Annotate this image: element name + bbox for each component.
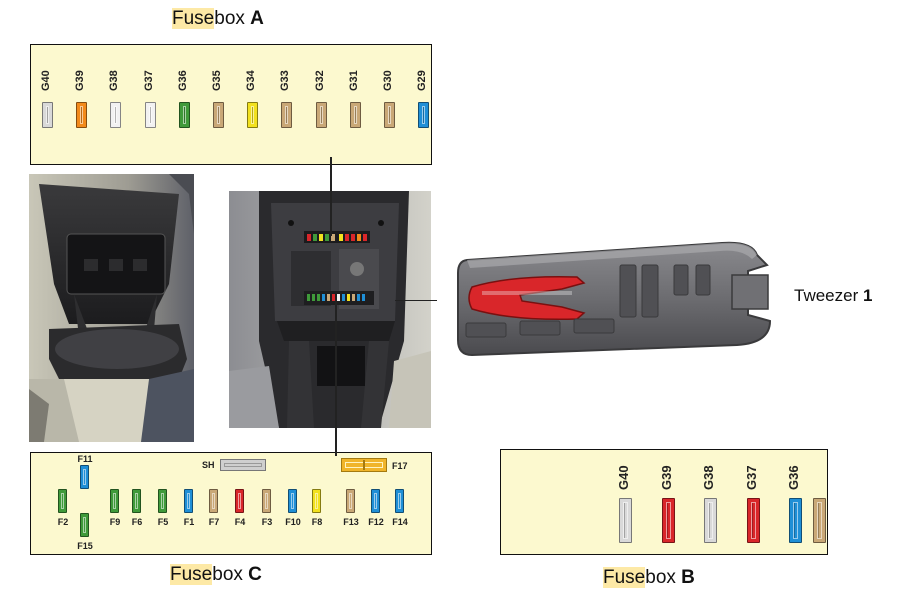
console-center-illustration (229, 191, 431, 428)
fuse-c-label: F13 (343, 517, 359, 527)
f17-label: F17 (392, 461, 408, 471)
fuse-b-label: G36 (786, 465, 801, 490)
fuse-a-label: G36 (176, 70, 189, 91)
fuse-a-label: G37 (142, 70, 155, 91)
fuse-b (789, 498, 802, 543)
fuse-c-label: F1 (183, 517, 195, 527)
connector-line-c (335, 300, 337, 456)
fuse-a (247, 102, 259, 128)
console-photo-center (229, 191, 431, 428)
fusebox-a-caption: Fusebox A (172, 8, 264, 29)
tweezer-label: Tweezer 1 (794, 286, 873, 305)
fuse-b (619, 498, 632, 543)
fuse-c-label: F11 (77, 454, 93, 464)
fuse-c-label: F7 (208, 517, 220, 527)
fuse-a (110, 102, 122, 128)
fuse-a-label: G34 (245, 70, 258, 91)
fuse-a-label: G38 (108, 70, 121, 91)
fuse-a-label: G30 (382, 70, 394, 91)
fuse-b (704, 498, 717, 543)
tweezer-red-grip (468, 275, 586, 321)
connector-line-b (395, 300, 437, 302)
fuse-a-label: G32 (313, 70, 326, 91)
fuse-a-label: G35 (211, 70, 223, 91)
console-left-illustration (29, 174, 194, 442)
fuse-b (746, 498, 760, 543)
fuse-b (813, 498, 826, 543)
fuse-c (395, 489, 404, 513)
fuse-c (209, 489, 218, 513)
fuse-strip-a (307, 234, 367, 241)
fuse-a-label: G39 (74, 70, 87, 91)
fuse-b-label: G39 (658, 465, 674, 490)
fuse-c-label: F15 (77, 541, 93, 551)
fuse-c (288, 489, 297, 513)
fuse-c (371, 489, 380, 513)
fuse-a (281, 102, 293, 128)
fuse-a-label: G29 (416, 70, 429, 91)
fuse-strip-c (307, 294, 365, 301)
connector-line-a (330, 157, 332, 236)
fuse-c-label: F3 (261, 517, 273, 527)
fuse-a (144, 102, 156, 128)
fuse-a (178, 102, 190, 128)
tweezer-illustration (452, 235, 784, 360)
f17-fuse (341, 458, 387, 472)
fuse-c (110, 489, 119, 513)
fuse-a-label: G31 (347, 70, 360, 91)
fuse-a (76, 102, 88, 128)
fuse-c-label: F12 (368, 517, 384, 527)
fuse-c-label: F9 (109, 517, 121, 527)
fuse-a (418, 102, 430, 128)
fuse-c (312, 489, 321, 513)
fuse-b (661, 498, 675, 543)
fusebox-b-caption: Fusebox B (603, 567, 695, 588)
console-photo-left (29, 174, 194, 442)
fuse-c (346, 489, 355, 513)
fuse-a (315, 102, 327, 128)
fuse-c (58, 489, 67, 513)
fuse-a (349, 102, 361, 128)
fuse-c-label: F14 (392, 517, 408, 527)
fuse-c (132, 489, 141, 513)
fuse-c-label: F8 (311, 517, 323, 527)
fuse-c (235, 489, 244, 513)
fuse-a (213, 102, 224, 128)
fuse-c (158, 489, 167, 513)
fuse-b-label: G40 (616, 465, 631, 490)
fuse-c-label: F10 (285, 517, 301, 527)
sh-label: SH (202, 460, 215, 470)
fuse-c-label: F5 (157, 517, 169, 527)
fusebox-c-caption: Fusebox C (170, 564, 262, 585)
fuse-c-label: F2 (57, 517, 69, 527)
fusebox-a-panel: G40 G39 G38 G37 G36 G35 G34 G33 G32 G31 G30 G29 (30, 44, 432, 165)
fuse-b-label: G38 (701, 465, 716, 490)
fuse-c (262, 489, 271, 513)
fuse-c-label: F4 (234, 517, 246, 527)
fuse-c-label: F6 (131, 517, 143, 527)
fuse-c (80, 513, 89, 537)
fuse-a-label: G40 (40, 70, 52, 91)
fuse-b-label: G37 (743, 465, 759, 490)
fuse-a-label: G33 (279, 70, 292, 91)
fuse-c (184, 489, 193, 513)
sh-fuse (220, 459, 266, 471)
fuse-c (80, 465, 89, 489)
fuse-a (42, 102, 53, 128)
fuse-a (384, 102, 395, 128)
fusebox-b-panel: G40 G39 G38 G37 G36 (500, 449, 828, 555)
